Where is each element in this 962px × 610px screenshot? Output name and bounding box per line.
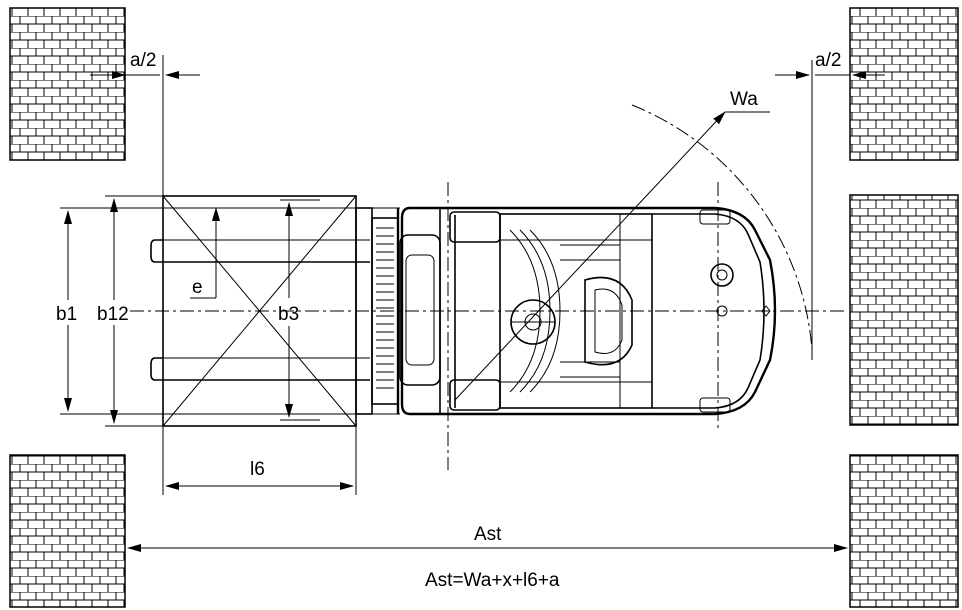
- turning-radius-label: Wa: [730, 89, 758, 110]
- pallet-width-dimension: [280, 199, 320, 421]
- turning-radius-arc: [631, 104, 813, 351]
- load-length-dimension: [162, 426, 357, 495]
- rack-bottom-left: [9, 454, 126, 608]
- aisle-width-label: Ast: [474, 524, 502, 545]
- fork-offset-label: e: [192, 277, 203, 298]
- mast-chain: [376, 227, 394, 389]
- overall-width-label: b1: [56, 304, 77, 325]
- rack-bottom-right: [849, 454, 959, 608]
- pallet-width-label: b3: [278, 304, 299, 325]
- rack-middle-right: [849, 194, 959, 426]
- half-clearance-left-dimension: [90, 55, 200, 200]
- rack-top-left: [9, 7, 126, 161]
- forks: [150, 239, 370, 381]
- half-clearance-right-dimension: [775, 60, 885, 360]
- load-length-label: l6: [250, 459, 265, 480]
- fork-offset-dimension: [190, 207, 220, 299]
- wheel-track-width-dimension: [105, 195, 165, 427]
- wheel-track-width-label: b12: [97, 304, 129, 325]
- half-clearance-left-label: a/2: [130, 50, 156, 71]
- rack-top-right: [849, 7, 959, 161]
- turning-radius-leader: [454, 111, 770, 401]
- half-clearance-right-label: a/2: [815, 50, 841, 71]
- aisle-formula-label: Ast=Wa+x+l6+a: [425, 570, 560, 591]
